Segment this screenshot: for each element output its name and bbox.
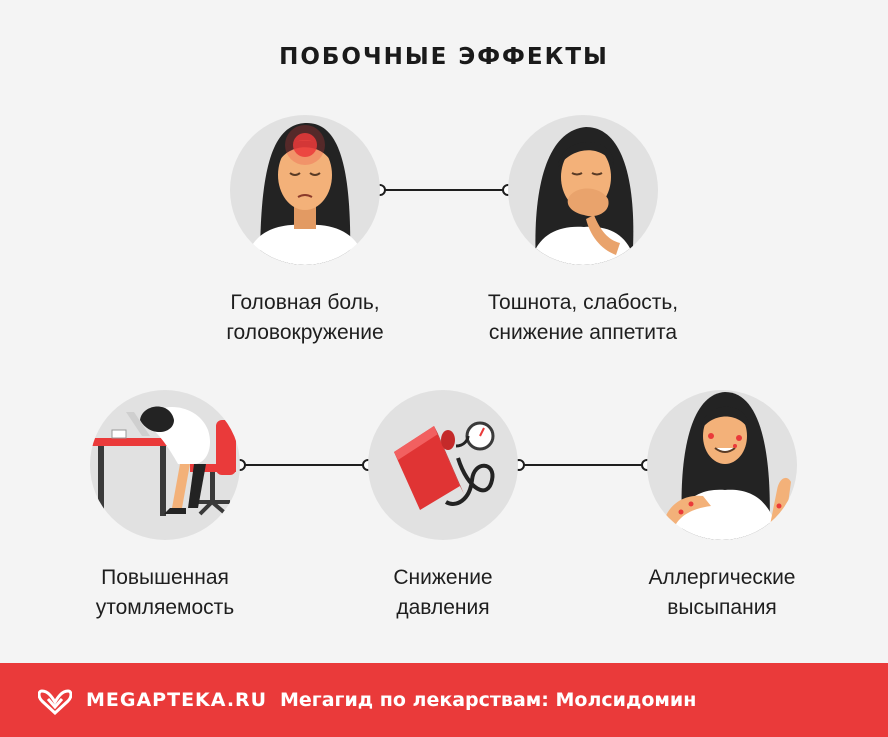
allergy-label-line1: Аллергические xyxy=(648,566,796,589)
fatigue-desk-icon xyxy=(92,406,236,516)
connector-bottom-right xyxy=(513,459,653,471)
connector-top xyxy=(374,184,514,196)
pressure-label-line2: давления xyxy=(396,596,490,619)
megapteka-logo-icon xyxy=(38,689,72,715)
headache-label-line2: головокружение xyxy=(226,321,384,344)
allergy-label: Аллергические высыпания xyxy=(602,563,842,623)
fatigue-node xyxy=(90,390,240,540)
nausea-label-line2: снижение аппетита xyxy=(488,321,678,344)
page-title: ПОБОЧНЫЕ ЭФФЕКТЫ xyxy=(279,44,609,70)
headache-node xyxy=(230,115,380,265)
footer-tagline: Мегагид по лекарствам: Молсидомин xyxy=(280,689,697,711)
pressure-node xyxy=(368,390,518,540)
footer-bar: MEGAPTEKA.RU Мегагид по лекарствам: Молс… xyxy=(0,663,888,737)
nausea-node xyxy=(508,115,658,265)
headache-label: Головная боль, головокружение xyxy=(185,288,425,348)
allergic-rash-woman-icon xyxy=(665,392,791,540)
allergy-label-line2: высыпания xyxy=(667,596,777,619)
nausea-label-line1: Тошнота, слабость, xyxy=(487,291,679,314)
fatigue-label-line1: Повышенная xyxy=(101,566,229,589)
nausea-woman-icon xyxy=(530,127,636,265)
fatigue-label-line2: утомляемость xyxy=(95,596,235,619)
blood-pressure-monitor-icon xyxy=(394,421,495,510)
headache-woman-icon xyxy=(245,122,366,265)
allergy-node xyxy=(647,390,797,540)
connector-bottom-left xyxy=(234,459,374,471)
pressure-label: Снижение давления xyxy=(323,563,563,623)
fatigue-label: Повышенная утомляемость xyxy=(45,563,285,623)
footer-brand[interactable]: MEGAPTEKA.RU xyxy=(86,689,268,711)
headache-label-line1: Головная боль, xyxy=(230,291,380,314)
nausea-label: Тошнота, слабость, снижение аппетита xyxy=(463,288,703,348)
pressure-label-line1: Снижение xyxy=(393,566,493,589)
